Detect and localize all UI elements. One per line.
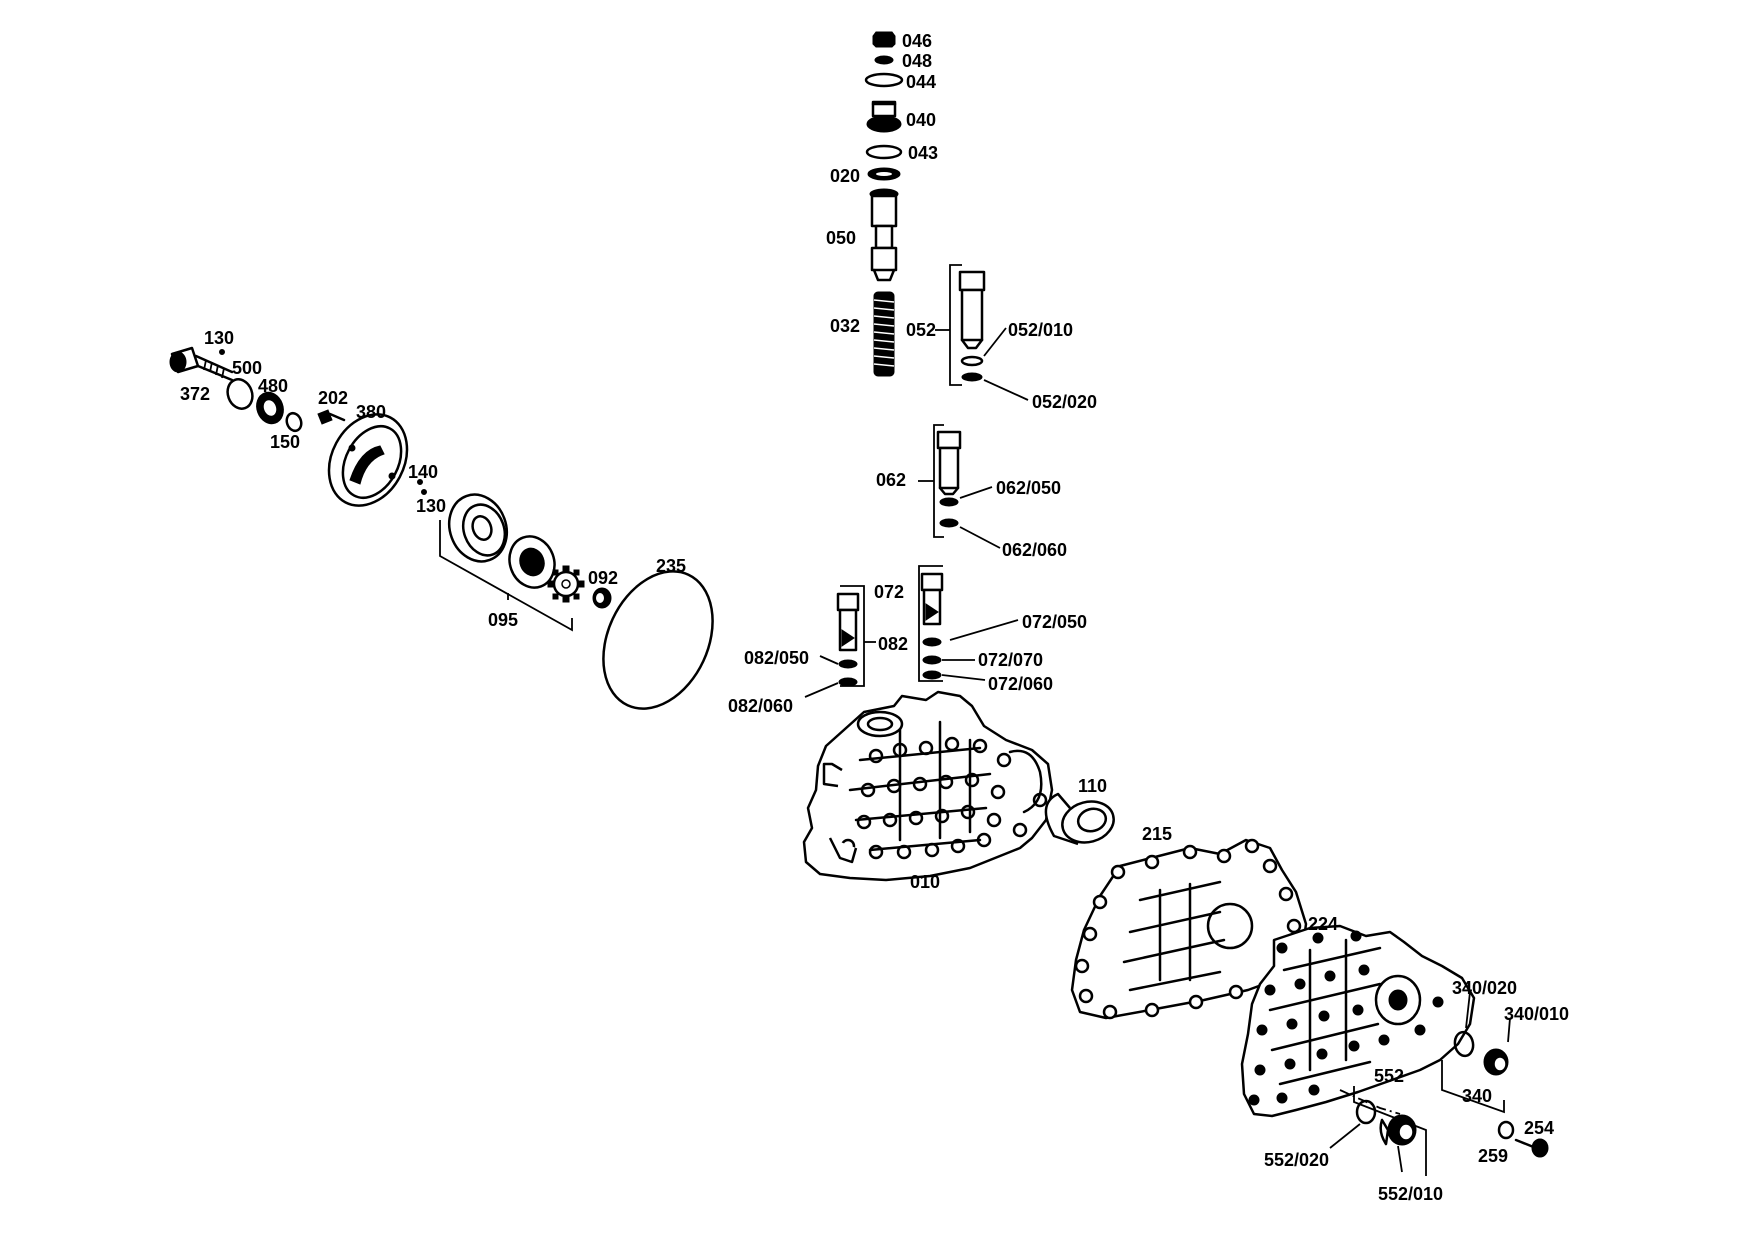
part-372-shaft <box>169 346 234 382</box>
label-046: 046 <box>902 31 932 51</box>
part-130-pin-b <box>421 489 427 495</box>
label-072: 072 <box>874 582 904 602</box>
part-202-bolt <box>317 409 346 425</box>
part-095-pump-assembly <box>439 493 585 632</box>
part-140-pin <box>417 479 423 485</box>
part-052-valve <box>935 264 1029 401</box>
label-552: 552 <box>1374 1066 1404 1086</box>
part-254-screw <box>1514 1138 1549 1158</box>
part-259-washer <box>1497 1120 1515 1140</box>
label-040: 040 <box>906 110 936 130</box>
label-062-050: 062/050 <box>996 478 1061 498</box>
label-110: 110 <box>1078 776 1107 796</box>
label-052: 052 <box>906 320 936 340</box>
label-340-020: 340/020 <box>1452 978 1517 998</box>
part-labels: 046 048 044 040 043 020 050 032 052 052/… <box>180 31 1569 1204</box>
label-048: 048 <box>902 51 932 71</box>
label-552-010: 552/010 <box>1378 1184 1443 1204</box>
label-095: 095 <box>488 610 518 630</box>
label-202: 202 <box>318 388 348 408</box>
label-500: 500 <box>232 358 262 378</box>
part-010-valve-housing <box>802 690 1054 882</box>
part-020-oring <box>867 167 901 181</box>
part-224-rear-housing <box>1240 924 1476 1118</box>
label-254: 254 <box>1524 1118 1554 1138</box>
part-500-snapring <box>226 378 254 410</box>
part-215-intermediate-plate <box>1070 838 1308 1020</box>
part-552-plug-group <box>1329 1086 1427 1176</box>
label-224: 224 <box>1308 914 1338 934</box>
label-082: 082 <box>878 634 908 654</box>
part-043-oring <box>865 144 903 160</box>
label-130-a: 130 <box>204 328 234 348</box>
label-082-050: 082/050 <box>744 648 809 668</box>
part-150-washer <box>285 411 303 433</box>
part-032-spring <box>873 291 895 377</box>
label-032: 032 <box>830 316 860 336</box>
part-130-pin <box>219 349 225 355</box>
part-235-oring <box>602 570 714 710</box>
label-372: 372 <box>180 384 210 404</box>
part-110-filter <box>1044 792 1115 846</box>
label-043: 043 <box>908 143 938 163</box>
label-340-010: 340/010 <box>1504 1004 1569 1024</box>
part-048-ring <box>874 55 894 65</box>
part-072-valve <box>918 565 1019 682</box>
part-480-bearing <box>256 391 284 425</box>
label-072-050: 072/050 <box>1022 612 1087 632</box>
label-340: 340 <box>1462 1086 1492 1106</box>
label-082-060: 082/060 <box>728 696 793 716</box>
label-130-b: 130 <box>416 496 446 516</box>
label-044: 044 <box>906 72 936 92</box>
label-072-060: 072/060 <box>988 674 1053 694</box>
label-215: 215 <box>1142 824 1172 844</box>
label-150: 150 <box>270 432 300 452</box>
label-480: 480 <box>258 376 288 396</box>
label-010: 010 <box>910 872 940 892</box>
part-040-plug <box>866 100 902 133</box>
part-050-piston <box>869 188 899 282</box>
label-020: 020 <box>830 166 860 186</box>
label-062: 062 <box>876 470 906 490</box>
label-259: 259 <box>1478 1146 1508 1166</box>
label-092: 092 <box>588 568 618 588</box>
part-380-cover-plate <box>327 413 409 507</box>
part-062-valve <box>918 424 1001 549</box>
part-092-bushing <box>592 587 612 609</box>
label-235: 235 <box>656 556 686 576</box>
label-050: 050 <box>826 228 856 248</box>
label-140: 140 <box>408 462 438 482</box>
label-052-010: 052/010 <box>1008 320 1073 340</box>
part-082-valve <box>804 585 876 698</box>
label-072-070: 072/070 <box>978 650 1043 670</box>
inner-gear <box>547 565 585 603</box>
label-062-060: 062/060 <box>1002 540 1067 560</box>
part-046-cap <box>872 31 896 48</box>
part-340-plug-group <box>1441 991 1511 1114</box>
label-552-020: 552/020 <box>1264 1150 1329 1170</box>
part-044-washer <box>864 72 904 88</box>
label-380: 380 <box>356 402 386 422</box>
label-052-020: 052/020 <box>1032 392 1097 412</box>
